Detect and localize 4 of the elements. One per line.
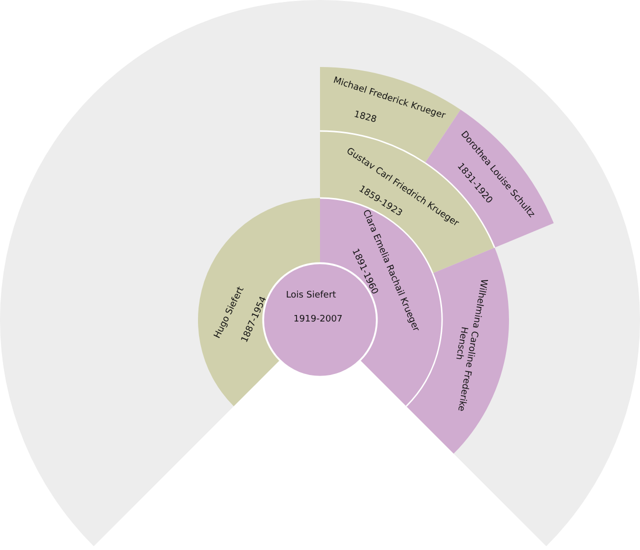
- life-dates: 1828: [352, 110, 378, 126]
- person-name: Wilhelmina Caroline Frederike Hensch: [452, 277, 490, 414]
- life-dates: 1919-2007: [293, 314, 343, 326]
- person-name: Lois Siefert: [286, 290, 336, 302]
